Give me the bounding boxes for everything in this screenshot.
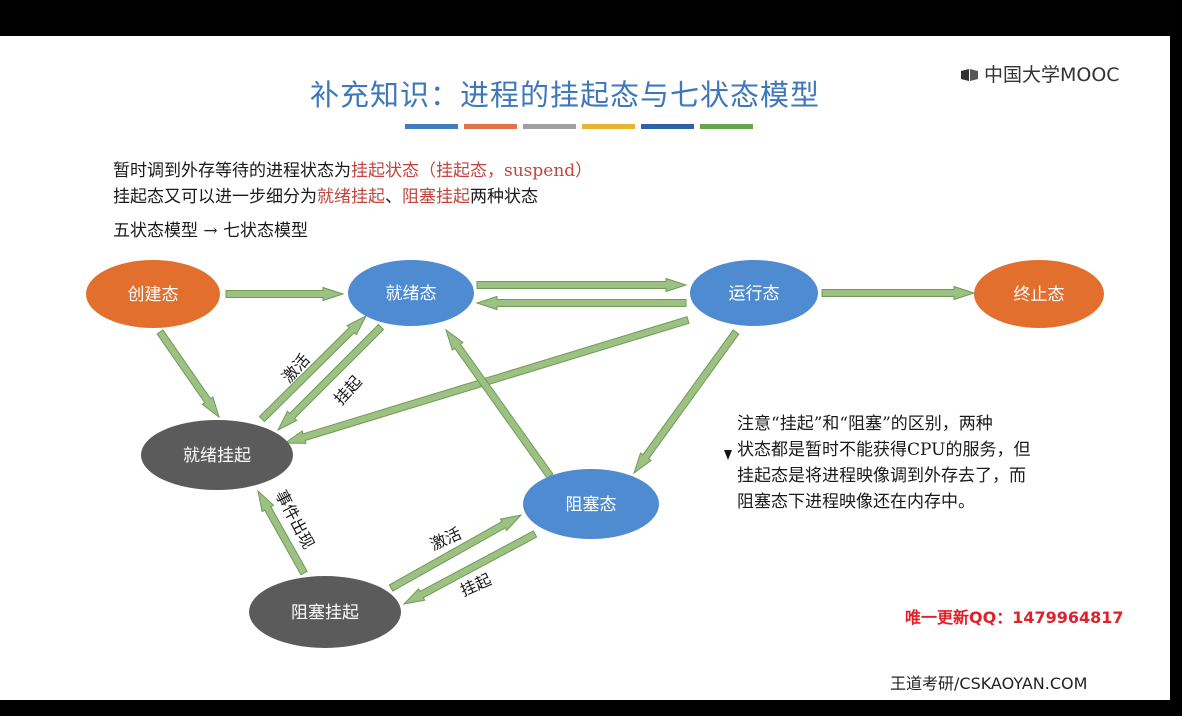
footer-site: 王道考研/CSKAOYAN.COM bbox=[890, 674, 1088, 693]
note-line-1: 注意“挂起”和“阻塞”的区别，两种 bbox=[737, 414, 993, 434]
intro-line-1: 暂时调到外存等待的进程状态为挂起状态（挂起态，suspend） bbox=[113, 156, 592, 181]
mooc-logo: 中国大学MOOC bbox=[960, 60, 1120, 87]
node-ready-label: 就绪态 bbox=[386, 284, 437, 304]
mooc-logo-icon bbox=[960, 66, 980, 82]
arrow-blocked-suspend-to-ready-suspend bbox=[257, 489, 308, 576]
arrow-running-to-blocked bbox=[633, 329, 740, 475]
intro-line-2-sep: 、 bbox=[385, 187, 402, 207]
title-stripes bbox=[405, 124, 753, 129]
node-create: 创建态 bbox=[86, 260, 220, 328]
arrow-running-to-terminated bbox=[821, 285, 976, 301]
node-create-label: 创建态 bbox=[128, 285, 179, 305]
note-line-2: 状态都是暂时不能获得CPU的服务，但 bbox=[737, 440, 1031, 460]
arrow-blocked-to-ready bbox=[445, 328, 554, 479]
slide-title: 补充知识：进程的挂起态与七状态模型 bbox=[309, 78, 820, 112]
qq-contact: 唯一更新QQ：1479964817 bbox=[905, 608, 1124, 627]
node-blocked-suspend-shape bbox=[249, 576, 401, 648]
stripe-6 bbox=[700, 124, 753, 129]
transition-arrows bbox=[156, 277, 976, 605]
slide: 补充知识：进程的挂起态与七状态模型 中国大学MOOC 暂时调到外存等待的进程状态… bbox=[0, 36, 1170, 700]
arrow-running-to-ready bbox=[475, 295, 687, 311]
node-running-shape bbox=[690, 260, 818, 326]
stripe-2 bbox=[464, 124, 517, 129]
node-ready: 就绪态 bbox=[348, 260, 474, 326]
node-blocked-label: 阻塞态 bbox=[566, 495, 617, 515]
intro-line-1-prefix: 暂时调到外存等待的进程状态为 bbox=[113, 161, 351, 181]
node-blocked-shape bbox=[523, 469, 659, 539]
edge-label-activate-1: 激活 bbox=[278, 350, 314, 387]
node-ready-suspend-label: 就绪挂起 bbox=[183, 446, 251, 466]
node-blocked: 阻塞态 bbox=[523, 469, 659, 539]
intro-line-2-suffix: 两种状态 bbox=[470, 187, 538, 207]
arrow-create-to-ready-suspend bbox=[156, 329, 220, 419]
arrow-running-to-ready-suspend bbox=[283, 316, 690, 444]
node-running-label: 运行态 bbox=[729, 284, 780, 304]
mouse-cursor-icon bbox=[724, 450, 732, 460]
intro-line-2: 挂起态又可以进一步细分为就绪挂起、阻塞挂起两种状态 bbox=[113, 182, 538, 207]
mooc-logo-text: 中国大学MOOC bbox=[984, 64, 1120, 86]
stripe-1 bbox=[405, 124, 458, 129]
node-ready-suspend-shape bbox=[141, 420, 293, 490]
node-terminated-label: 终止态 bbox=[1014, 285, 1065, 305]
node-running: 运行态 bbox=[690, 260, 818, 326]
arrow-ready-suspend-to-ready bbox=[258, 314, 368, 423]
node-terminated: 终止态 bbox=[974, 260, 1104, 328]
node-ready-suspend: 就绪挂起 bbox=[141, 420, 293, 490]
note-block: 注意“挂起”和“阻塞”的区别，两种 状态都是暂时不能获得CPU的服务，但 挂起态… bbox=[737, 411, 1137, 515]
stripe-4 bbox=[582, 124, 635, 129]
arrow-ready-to-running bbox=[476, 277, 688, 293]
intro-line-3: 五状态模型 → 七状态模型 bbox=[113, 221, 309, 241]
intro-line-2-prefix: 挂起态又可以进一步细分为 bbox=[113, 187, 317, 207]
arrow-blocked-suspend-to-blocked bbox=[388, 514, 523, 592]
seven-state-diagram: 创建态 就绪态 运行态 终止态 就绪挂起 阻塞态 阻塞挂起 激活 挂起 事件出现 bbox=[86, 260, 1104, 648]
arrow-create-to-ready bbox=[225, 286, 345, 302]
stripe-5 bbox=[641, 124, 694, 129]
stripe-3 bbox=[523, 124, 576, 129]
node-blocked-suspend: 阻塞挂起 bbox=[249, 576, 401, 648]
node-blocked-suspend-label: 阻塞挂起 bbox=[291, 603, 359, 623]
intro-line-2-highlight-2: 阻塞挂起 bbox=[402, 187, 470, 207]
node-ready-shape bbox=[348, 260, 474, 326]
arrow-blocked-to-blocked-suspend bbox=[402, 530, 538, 605]
note-line-3: 挂起态是将进程映像调到外存去了，而 bbox=[737, 466, 1026, 486]
arrow-ready-to-ready-suspend bbox=[276, 323, 385, 432]
intro-line-1-highlight: 挂起状态（挂起态，suspend） bbox=[351, 161, 593, 181]
note-line-4: 阻塞态下进程映像还在内存中。 bbox=[737, 492, 975, 512]
node-terminated-shape bbox=[974, 260, 1104, 328]
node-create-shape bbox=[86, 260, 220, 328]
intro-line-2-highlight-1: 就绪挂起 bbox=[317, 187, 385, 207]
